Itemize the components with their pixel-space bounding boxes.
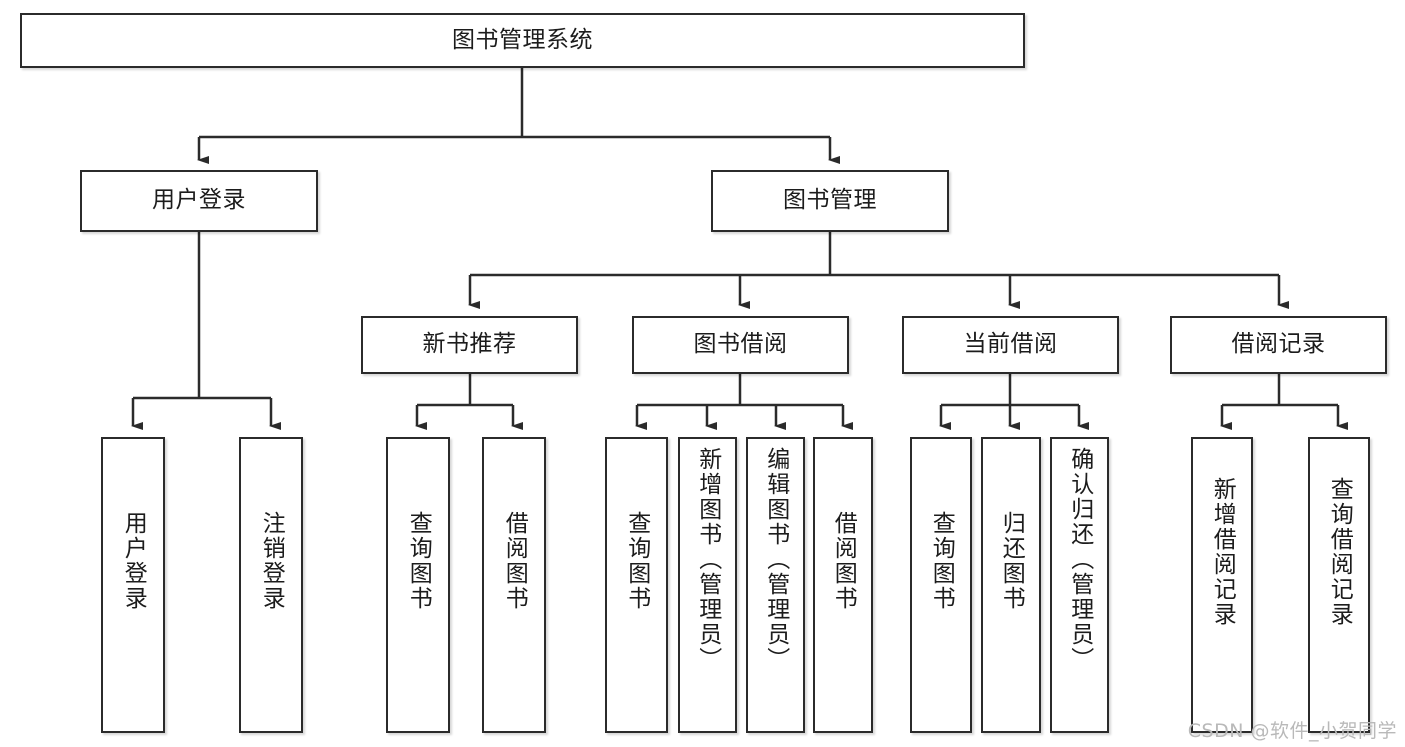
node-label: 当前借阅 [963,331,1058,358]
leaf-query-book-a[interactable]: 查询图书 [386,437,450,733]
node-label: 图书管理系统 [452,26,593,53]
node-label: 借阅记录 [1231,331,1326,358]
node-label: 查询图书 [623,511,650,611]
node-label: 用户登录 [152,187,246,214]
leaf-query-borrow-record[interactable]: 查询借阅记录 [1308,437,1370,733]
leaf-borrow-book-a[interactable]: 借阅图书 [482,437,546,733]
node-label: 借阅图书 [501,511,528,611]
leaf-return-book[interactable]: 归还图书 [981,437,1041,733]
leaf-add-book-admin[interactable]: 新增图书（管理员） [678,437,737,733]
node-label: 归还图书 [998,511,1025,611]
node-label: 查询图书 [928,511,955,611]
node-book-management[interactable]: 图书管理 [711,170,949,232]
node-book-borrowing[interactable]: 图书借阅 [632,316,849,374]
leaf-logout[interactable]: 注销登录 [239,437,303,733]
node-label: 用户登录 [120,511,147,611]
node-label: 图书管理 [783,187,877,214]
node-label: 新增图书（管理员） [694,447,721,672]
leaf-confirm-return-admin[interactable]: 确认归还（管理员） [1050,437,1109,733]
leaf-query-book-c[interactable]: 查询图书 [910,437,972,733]
node-current-borrowing[interactable]: 当前借阅 [902,316,1119,374]
node-label: 新增借阅记录 [1209,477,1236,627]
node-label: 确认归还（管理员） [1066,447,1093,672]
leaf-borrow-book-b[interactable]: 借阅图书 [813,437,873,733]
node-label: 查询借阅记录 [1326,477,1353,627]
node-new-book-recommendation[interactable]: 新书推荐 [361,316,578,374]
watermark: CSDN @软件_小贺同学 [1187,720,1397,742]
node-label: 借阅图书 [830,511,857,611]
node-label: 新书推荐 [422,331,517,358]
node-borrow-records[interactable]: 借阅记录 [1170,316,1387,374]
leaf-add-borrow-record[interactable]: 新增借阅记录 [1191,437,1253,733]
node-label: 编辑图书（管理员） [762,447,789,672]
node-label: 注销登录 [258,511,285,611]
leaf-edit-book-admin[interactable]: 编辑图书（管理员） [746,437,805,733]
leaf-query-book-b[interactable]: 查询图书 [605,437,668,733]
node-label: 查询图书 [405,511,432,611]
node-root-book-management-system[interactable]: 图书管理系统 [20,13,1025,68]
node-label: 图书借阅 [693,331,788,358]
leaf-user-login[interactable]: 用户登录 [101,437,165,733]
node-user-login[interactable]: 用户登录 [80,170,318,232]
